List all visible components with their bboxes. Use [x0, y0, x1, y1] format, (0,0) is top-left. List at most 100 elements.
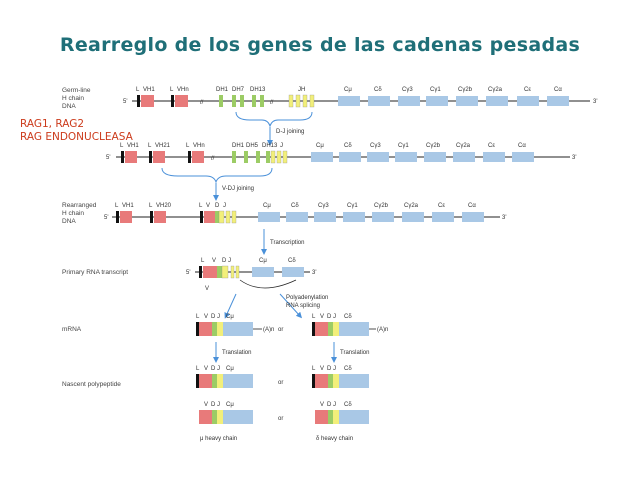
- mature-mu-chain: V D J Cμ μ heavy chain: [199, 402, 253, 442]
- svg-text:VH1: VH1: [127, 143, 139, 149]
- svg-text:VH20: VH20: [156, 203, 172, 209]
- svg-text:D: D: [327, 402, 332, 408]
- svg-text:L: L: [186, 143, 190, 149]
- translation-label-left: Translation: [222, 350, 251, 356]
- g-lab-13: Cγ2a: [488, 87, 503, 93]
- svg-text:VHn: VHn: [193, 143, 205, 149]
- svg-text:L: L: [149, 203, 153, 209]
- slide-title: Rearreglo de los genes de las cadenas pe…: [59, 34, 581, 56]
- g-lab-4: DH1: [216, 87, 229, 93]
- nascent-polypeptide-label: Nascent polypeptide: [62, 381, 121, 388]
- splice-arrow-right: [279, 293, 303, 319]
- svg-text:D: D: [222, 258, 227, 264]
- svg-text:V: V: [205, 286, 209, 292]
- g-lab-14: Cε: [524, 87, 531, 93]
- polyadenylation-label: Polyadenylation: [286, 295, 328, 301]
- vdj-joining-label: V-DJ joining: [222, 186, 254, 192]
- svg-text:V: V: [204, 314, 208, 320]
- mu-heavy-chain-label: μ heavy chain: [200, 436, 237, 442]
- svg-text:Cγ2a: Cγ2a: [404, 203, 419, 209]
- g-lab-0: L: [136, 87, 140, 93]
- primary-transcript-label: Primary RNA transcript: [62, 269, 128, 276]
- svg-text:J: J: [333, 366, 336, 372]
- svg-text:J: J: [280, 143, 283, 149]
- svg-text:Cμ: Cμ: [263, 203, 271, 209]
- svg-text:L: L: [115, 203, 119, 209]
- svg-text:V: V: [320, 366, 324, 372]
- svg-text:Cμ: Cμ: [226, 366, 234, 372]
- germline-3prime: 3': [593, 99, 597, 105]
- svg-text:D: D: [211, 366, 216, 372]
- svg-text:J: J: [223, 203, 226, 209]
- svg-text:V: V: [204, 402, 208, 408]
- svg-text:5': 5': [104, 215, 108, 221]
- svg-text:Cγ3: Cγ3: [370, 143, 381, 149]
- mrna-delta: (A)n L V D J Cδ: [312, 314, 388, 336]
- svg-text:D: D: [211, 402, 216, 408]
- svg-text:3': 3': [572, 155, 576, 161]
- svg-text:J: J: [333, 402, 336, 408]
- primary-transcript-row: Primary RNA transcript 5' 3' L V D J Cμ …: [62, 258, 316, 292]
- rag-annotation: RAG1, RAG2 RAG ENDONUCLEASA: [20, 118, 133, 144]
- g-lab-7: JH: [298, 87, 305, 93]
- svg-text://: //: [211, 156, 215, 162]
- svg-text:(A)n: (A)n: [377, 327, 388, 333]
- svg-text:V: V: [206, 203, 210, 209]
- svg-text:L: L: [196, 314, 200, 320]
- svg-text:J: J: [217, 366, 220, 372]
- dj-brace: [235, 111, 313, 128]
- svg-text:Cγ1: Cγ1: [347, 203, 358, 209]
- svg-text:Cμ: Cμ: [316, 143, 324, 149]
- g-lab-11: Cγ1: [430, 87, 441, 93]
- svg-text:L: L: [196, 366, 200, 372]
- svg-text:DH5: DH5: [246, 143, 259, 149]
- svg-text:3': 3': [502, 215, 506, 221]
- svg-text:L: L: [201, 258, 205, 264]
- svg-text:Cδ: Cδ: [344, 314, 352, 320]
- mrna-label: mRNA: [62, 326, 82, 333]
- svg-text:5': 5': [186, 270, 190, 276]
- svg-text:Cμ: Cμ: [259, 258, 267, 264]
- g-lab-10: Cγ3: [402, 87, 413, 93]
- svg-text:Cα: Cα: [518, 143, 526, 149]
- g-lab-5: DH7: [232, 87, 245, 93]
- g-lab-8: Cμ: [344, 87, 352, 93]
- svg-text:Cμ: Cμ: [226, 402, 234, 408]
- svg-text://: //: [270, 100, 274, 106]
- svg-text:Cδ: Cδ: [344, 402, 352, 408]
- svg-text:DH1: DH1: [232, 143, 245, 149]
- g-lab-1: VH1: [143, 87, 155, 93]
- svg-text:Cδ: Cδ: [288, 258, 296, 264]
- svg-text:Cα: Cα: [468, 203, 476, 209]
- splice-arrow-left: [224, 293, 237, 319]
- splicing-label: RNA splicing: [286, 303, 320, 309]
- g-lab-2: L: [170, 87, 174, 93]
- svg-text:Cγ2b: Cγ2b: [426, 143, 441, 149]
- svg-text://: //: [200, 100, 204, 106]
- svg-text:D: D: [211, 314, 216, 320]
- svg-text:Cδ: Cδ: [291, 203, 299, 209]
- or-mrna: or: [278, 327, 283, 333]
- g-lab-15: Cα: [554, 87, 562, 93]
- or-nascent: or: [278, 380, 283, 386]
- svg-text:D: D: [215, 203, 220, 209]
- svg-text:(A)n: (A)n: [263, 327, 274, 333]
- svg-text:Cγ2a: Cγ2a: [456, 143, 471, 149]
- svg-text:L: L: [120, 143, 124, 149]
- svg-text:Cδ: Cδ: [344, 143, 352, 149]
- svg-text:L: L: [199, 203, 203, 209]
- svg-text:Cγ2b: Cγ2b: [374, 203, 389, 209]
- svg-text:Cε: Cε: [438, 203, 445, 209]
- rag-line-2: RAG ENDONUCLEASA: [20, 131, 133, 143]
- dj-joining-label: D-J joining: [276, 129, 304, 135]
- svg-text:Cδ: Cδ: [344, 366, 352, 372]
- svg-text:VH21: VH21: [155, 143, 171, 149]
- or-mature: or: [278, 416, 283, 422]
- mrna-mu: (A)n L V D J Cμ: [196, 314, 274, 336]
- svg-text:V: V: [320, 402, 324, 408]
